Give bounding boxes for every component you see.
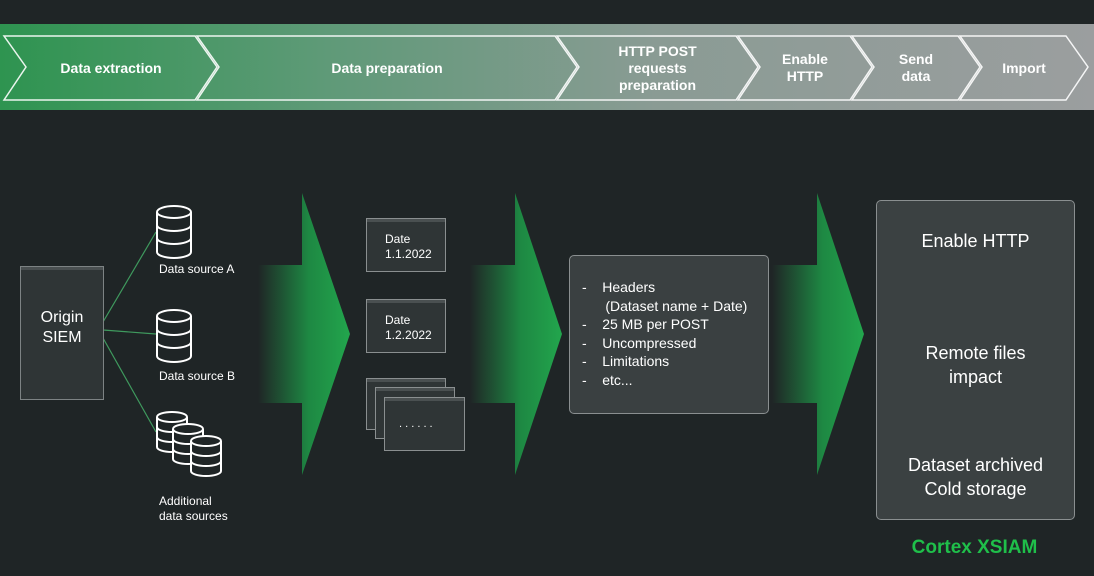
req-item-etc: - etc... <box>582 371 633 388</box>
chevron-enable-http <box>736 35 873 101</box>
multiple-databases-icon <box>156 411 222 477</box>
step-data-extraction: Data extraction <box>60 59 162 76</box>
chevron-import <box>958 35 1089 101</box>
origin-siem-label: Origin SIEM <box>40 309 84 346</box>
chevron-data-preparation <box>195 35 578 101</box>
date-card-1: Date 1.1.2022 <box>366 218 446 272</box>
request-requirements-list: - Headers (Dataset name + Date) - 25 MB … <box>582 278 747 389</box>
req-item-headers: - Headers <box>582 279 656 295</box>
step-data-preparation: Data preparation <box>331 59 443 76</box>
cortex-xsiam-brand: Cortex XSIAM <box>911 537 1038 558</box>
flow-arrow-2 <box>470 193 562 475</box>
database-icon <box>156 309 192 363</box>
chevron-outlines <box>2 35 1089 101</box>
chevron-data-extraction <box>2 35 218 101</box>
step-import: Import <box>1002 59 1046 76</box>
req-item-headers-detail: (Dataset name + Date) <box>582 297 748 314</box>
database-icon <box>156 205 192 259</box>
date-card-1-label: Date 1.1.2022 <box>385 232 432 261</box>
xsiam-step-remote-files: Remote files impact <box>925 343 1026 387</box>
xsiam-panel: Enable HTTP Remote files impact Dataset … <box>876 200 1075 520</box>
stacked-card-front: . . . . . . <box>384 397 465 451</box>
source-b-label: Data source B <box>159 369 236 383</box>
process-banner: Data extraction Data preparation HTTP PO… <box>0 24 1094 110</box>
xsiam-step-enable-http: Enable HTTP <box>921 231 1030 251</box>
req-item-limitations: - Limitations <box>582 353 670 369</box>
stacked-card-ellipsis: . . . . . . <box>399 418 433 430</box>
step-send-data: Send data <box>898 51 934 84</box>
date-card-2: Date 1.2.2022 <box>366 299 446 353</box>
connector-c <box>102 337 157 433</box>
connector-b <box>102 329 157 335</box>
date-card-2-label: Date 1.2.2022 <box>385 313 432 342</box>
chevron-http-post <box>555 35 759 101</box>
req-item-uncompressed: - Uncompressed <box>582 334 697 351</box>
connector-a <box>102 231 157 323</box>
xsiam-step-dataset-archived: Dataset archived Cold storage <box>907 455 1044 499</box>
step-http-post-preparation: HTTP POST requests preparation <box>618 42 697 93</box>
origin-siem-box <box>20 266 104 400</box>
req-item-size: - 25 MB per POST <box>582 316 709 332</box>
flow-arrow-1 <box>258 193 350 475</box>
request-requirements-box: - Headers (Dataset name + Date) - 25 MB … <box>569 255 769 414</box>
chevron-send-data <box>850 35 981 101</box>
source-a-label: Data source A <box>159 262 235 276</box>
flow-arrow-3 <box>772 193 864 475</box>
additional-sources-label: Additional data sources <box>159 494 228 523</box>
step-enable-http: Enable HTTP <box>782 51 828 84</box>
